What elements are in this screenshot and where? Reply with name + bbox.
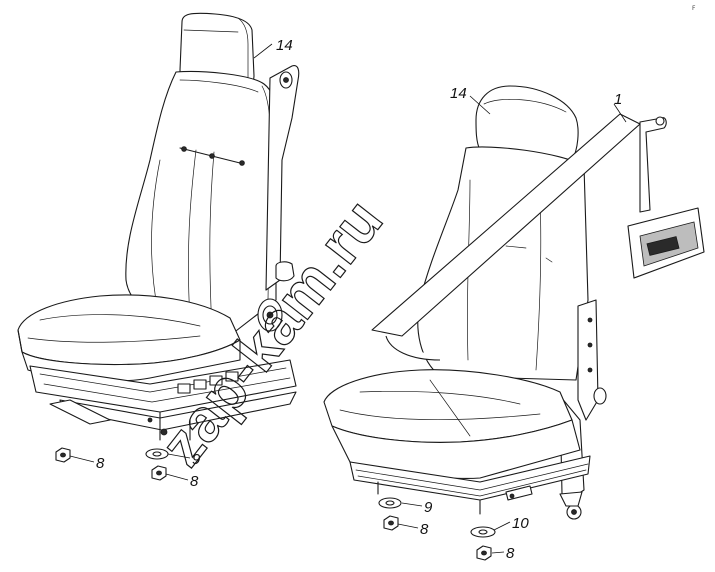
callout-left-8a: 8 <box>96 455 105 472</box>
left-seat-backrest <box>125 70 277 335</box>
right-seat-cushion <box>323 369 581 479</box>
leader-lines <box>69 43 627 554</box>
left-nut-8a <box>55 447 71 463</box>
callout-right-1: 1 <box>614 91 622 108</box>
left-seat <box>17 12 300 481</box>
callout-right-8a: 8 <box>420 521 429 538</box>
left-seat-side-bracket <box>257 65 300 332</box>
callout-labels: 14 8 9 8 14 1 9 8 10 8 <box>96 37 622 562</box>
right-seat-side-bracket <box>577 299 607 421</box>
callout-left-8b: 8 <box>190 473 199 490</box>
right-seat-headrest <box>475 85 579 171</box>
left-seat-cushion <box>17 294 241 382</box>
right-washer-9 <box>378 497 402 509</box>
callout-left-9: 9 <box>192 451 201 468</box>
right-seat <box>323 85 705 561</box>
right-washer-10 <box>470 526 496 538</box>
right-nut-8a <box>383 515 399 531</box>
right-nut-8b <box>476 545 492 561</box>
callout-right-10: 10 <box>512 515 529 532</box>
right-seat-base <box>349 455 591 515</box>
callout-right-8b: 8 <box>506 545 515 562</box>
corner-mark: F <box>692 5 696 12</box>
left-nut-8b <box>151 465 167 481</box>
callout-right-14: 14 <box>450 85 467 102</box>
callout-left-14: 14 <box>276 37 293 54</box>
callout-right-9: 9 <box>424 499 433 516</box>
left-seat-base <box>29 359 297 441</box>
